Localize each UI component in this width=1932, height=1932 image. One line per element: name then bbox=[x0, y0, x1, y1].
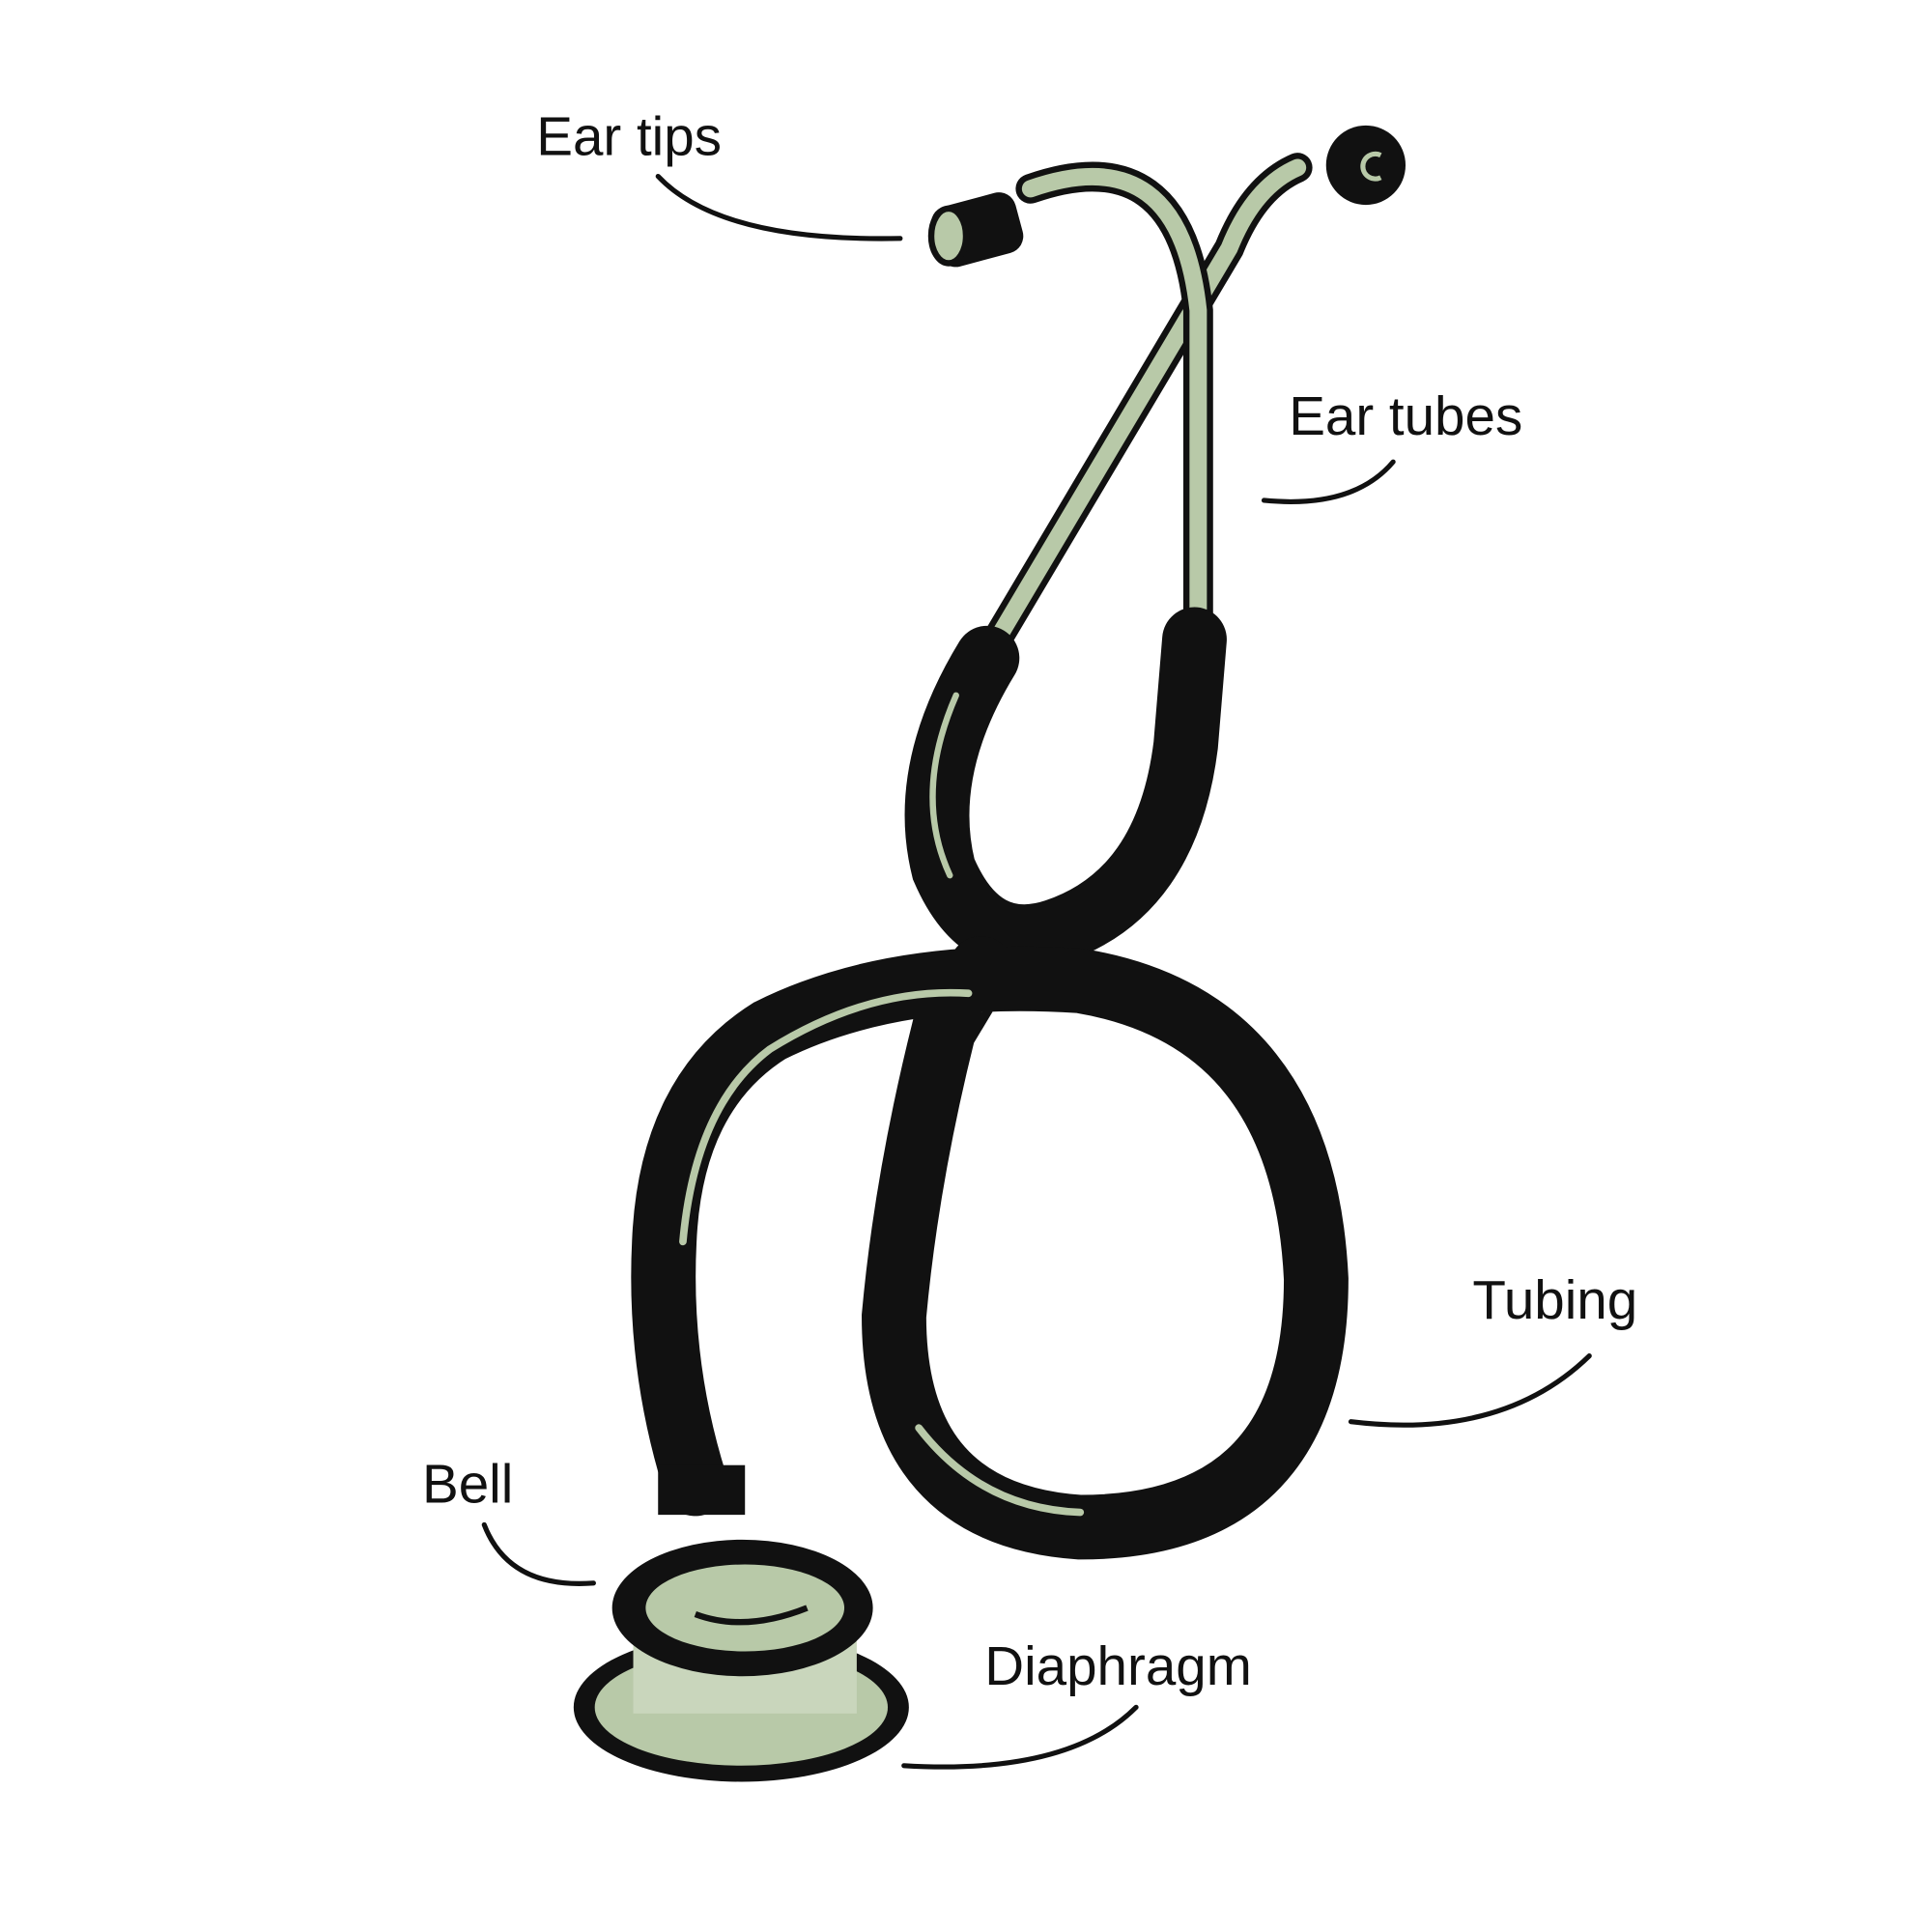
label-diaphragm: Diaphragm bbox=[984, 1635, 1252, 1696]
label-ear-tubes: Ear tubes bbox=[1289, 385, 1522, 446]
ear-tip-left bbox=[927, 192, 1024, 268]
chestpiece bbox=[573, 1464, 909, 1782]
ear-tip-right bbox=[1325, 125, 1406, 206]
label-tubing: Tubing bbox=[1472, 1269, 1637, 1330]
leader-ear-tubes bbox=[1261, 459, 1396, 504]
tubing bbox=[631, 936, 1349, 1560]
label-ear-tips: Ear tips bbox=[536, 106, 722, 167]
leader-tubing bbox=[1348, 1353, 1592, 1428]
leader-ear-tips bbox=[655, 173, 903, 242]
leader-bell bbox=[481, 1521, 596, 1586]
ear-tubes bbox=[978, 153, 1313, 661]
leader-diaphragm bbox=[901, 1704, 1139, 1770]
y-section bbox=[904, 607, 1227, 970]
label-bell: Bell bbox=[422, 1453, 513, 1514]
